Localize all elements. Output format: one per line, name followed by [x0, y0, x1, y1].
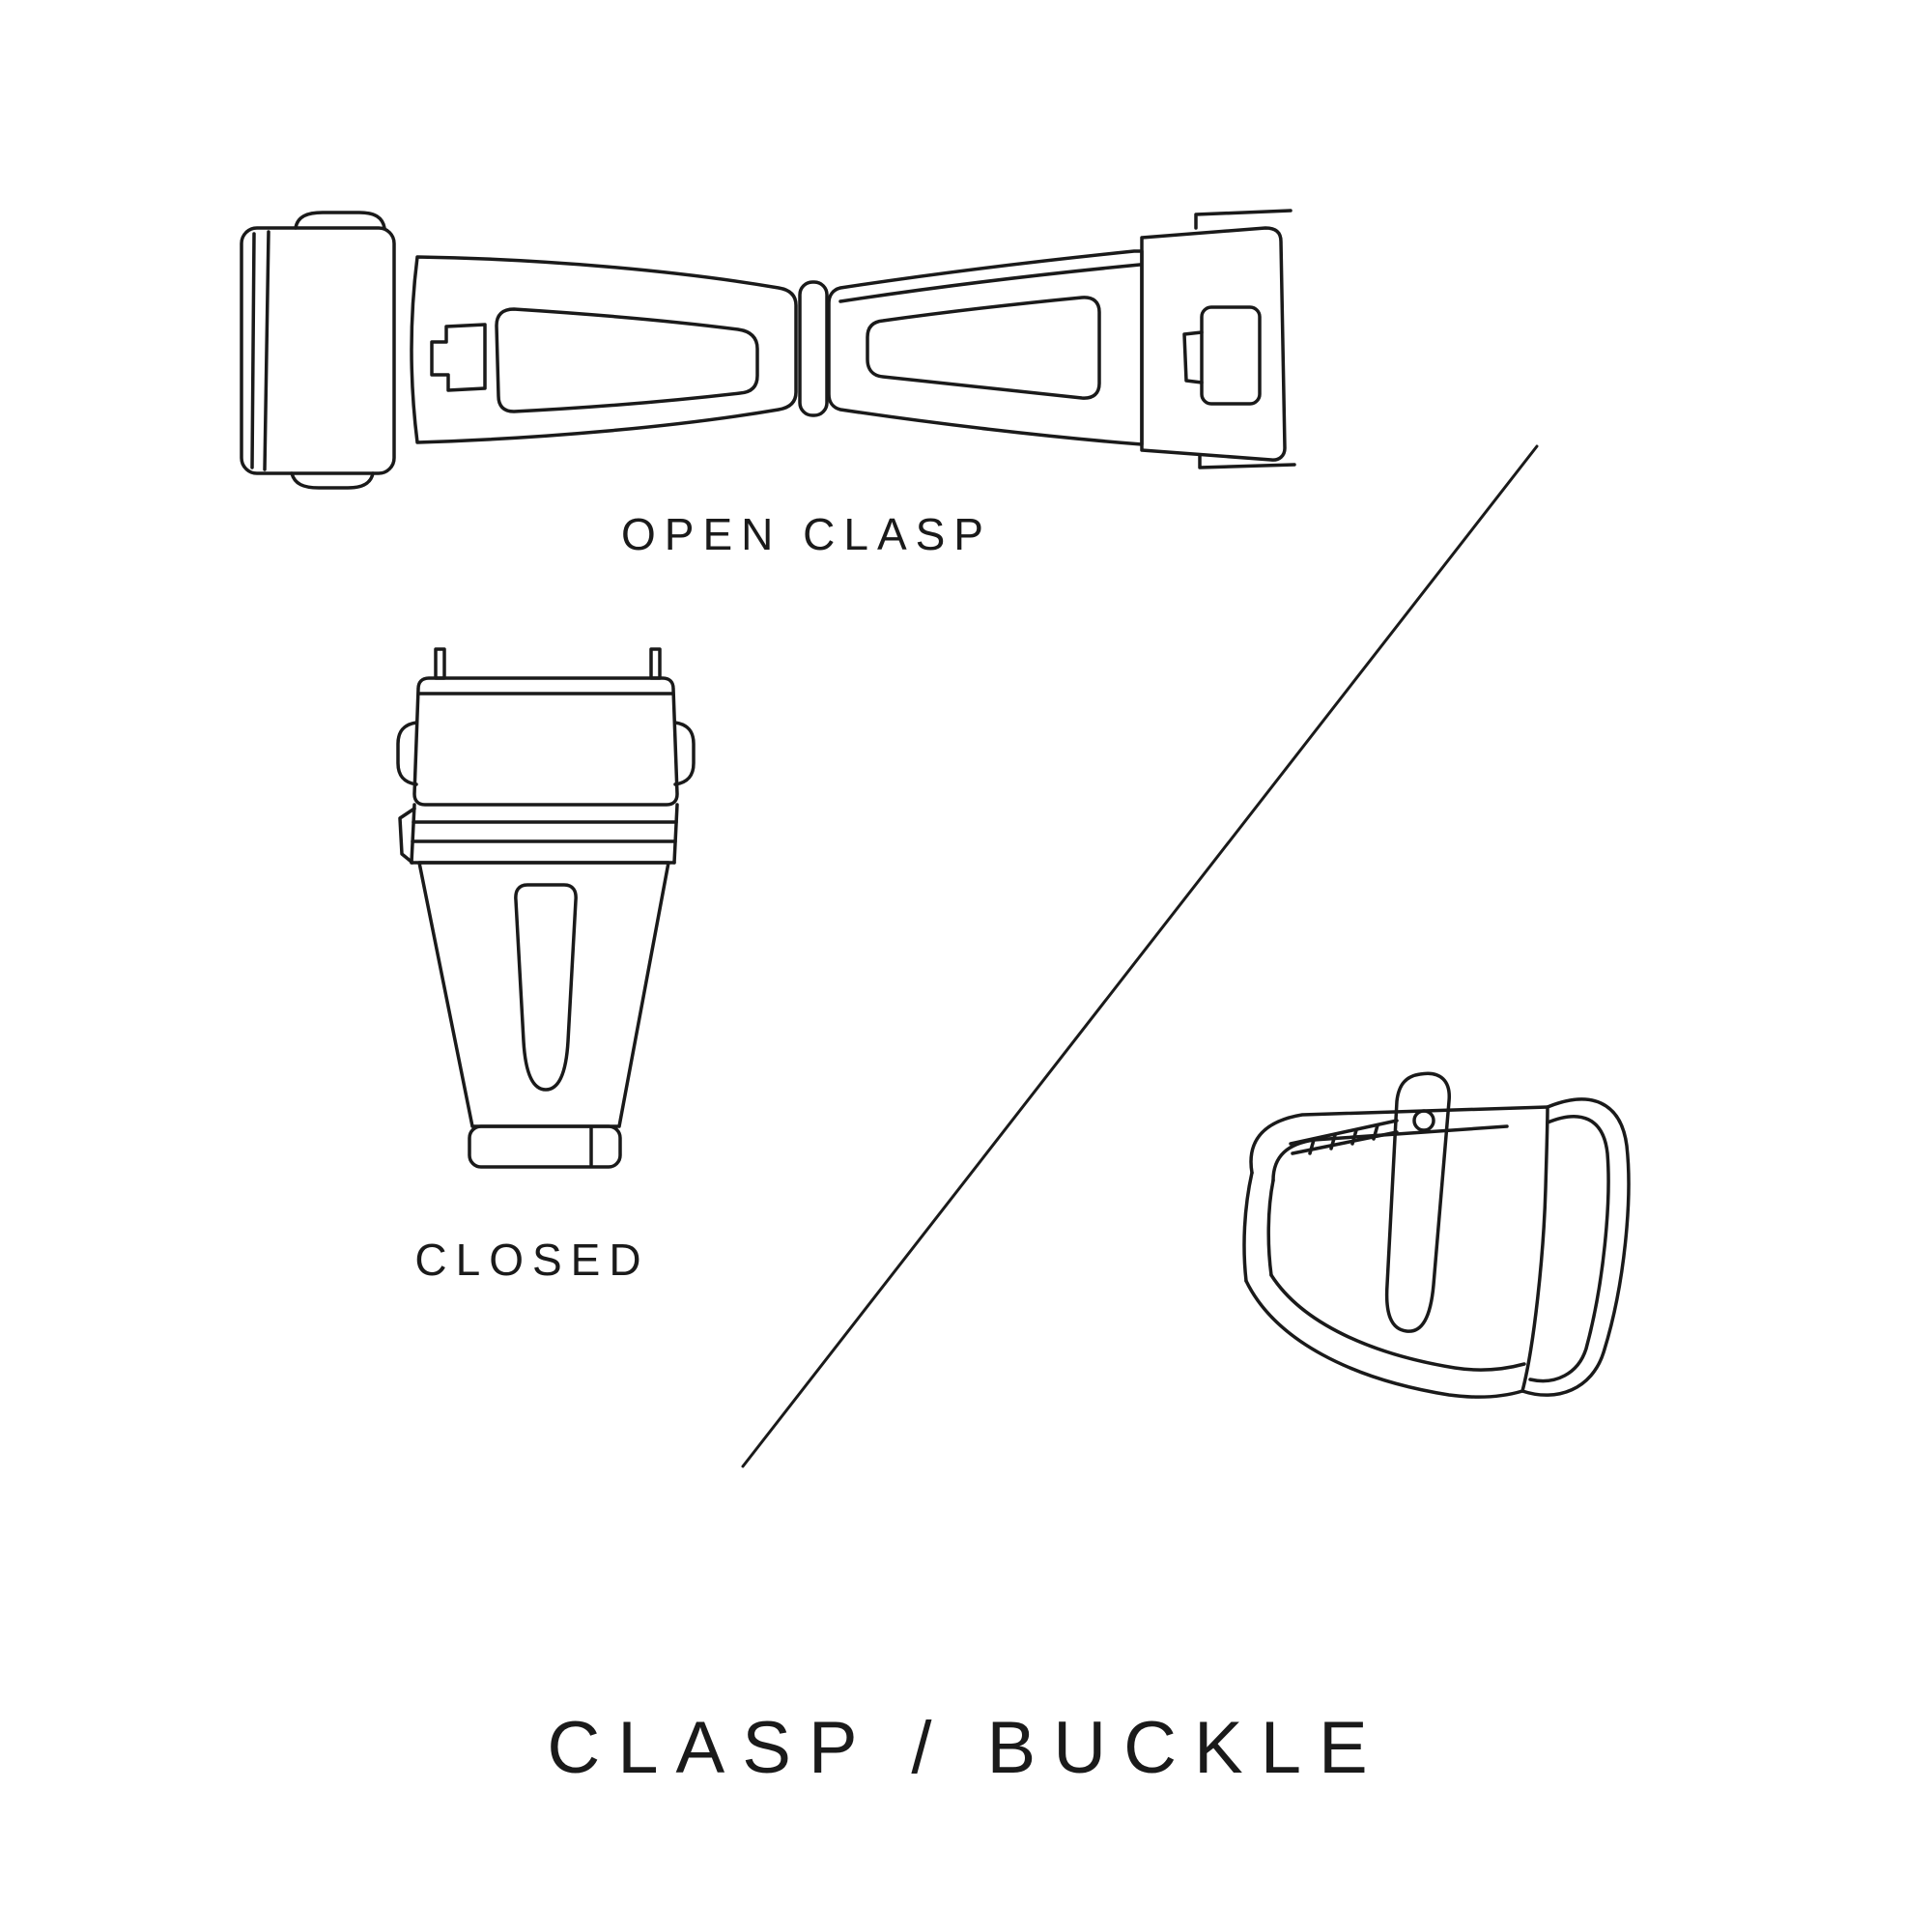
- buckle-right-band-inner: [1528, 1115, 1610, 1383]
- closed-clasp-slot: [514, 883, 578, 1092]
- open-clasp-right-plate-bottom-step: [1198, 454, 1296, 469]
- buckle-bottom-bar-inner: [1269, 1273, 1526, 1372]
- closed-clasp-right-prong: [649, 647, 662, 680]
- open-clasp-right-plate: [1140, 226, 1287, 462]
- buckle-bottom-bar-outer: [1244, 1279, 1524, 1399]
- open-clasp-left-hook-hole: [430, 323, 487, 392]
- buckle-spring-bar-top: [1289, 1119, 1399, 1146]
- open-clasp-top-bump: [294, 211, 386, 230]
- closed-clasp-illustration: [396, 647, 696, 1169]
- open-clasp-left-arm-inner: [495, 307, 759, 413]
- buckle-pin: [1384, 1071, 1451, 1333]
- open-clasp-left-cover-line2: [250, 232, 256, 469]
- open-clasp-left-cover: [240, 226, 396, 475]
- open-clasp-right-arm: [827, 249, 1144, 446]
- closed-clasp-left-prong: [434, 647, 446, 680]
- closed-clasp-right-ear: [673, 721, 696, 786]
- open-clasp-bottom-bump: [290, 471, 375, 490]
- open-clasp-hinge: [798, 280, 829, 417]
- closed-clasp-bottom-bar: [468, 1124, 622, 1169]
- open-clasp-right-arm-fold: [838, 263, 1142, 303]
- buckle-spring-bar-hatch1: [1308, 1138, 1316, 1155]
- closed-label: CLOSED: [414, 1235, 650, 1285]
- buckle-pin-loop: [1412, 1109, 1435, 1132]
- buckle-spring-bar-hatch4: [1372, 1123, 1379, 1141]
- buckle-top-bar-outer: [1249, 1105, 1549, 1175]
- closed-clasp-band-sides: [410, 803, 679, 865]
- open-clasp-label: OPEN CLASP: [621, 509, 992, 559]
- divider-line: [741, 444, 1539, 1468]
- buckle-spring-bar-bottom: [1291, 1130, 1399, 1155]
- open-clasp-left-cover-line: [263, 230, 270, 471]
- diagram-title: CLASP / BUCKLE: [547, 1707, 1385, 1789]
- open-clasp-right-plate-top-step: [1194, 209, 1293, 230]
- buckle-spring-bar-hatch2: [1329, 1133, 1337, 1151]
- buckle-left-side-inner: [1266, 1179, 1275, 1277]
- buckle-illustration: [1242, 1071, 1631, 1399]
- open-clasp-left-arm: [410, 255, 798, 444]
- open-clasp-right-hook-notch: [1182, 330, 1204, 384]
- buckle-spring-bar-hatch3: [1350, 1128, 1358, 1146]
- closed-clasp-left-ear: [396, 721, 418, 786]
- closed-clasp-cover: [412, 676, 679, 807]
- open-clasp-right-hook-hole: [1200, 305, 1262, 406]
- open-clasp-illustration: [240, 209, 1296, 490]
- closed-clasp-body: [417, 861, 670, 1128]
- buckle-left-side-outer: [1242, 1171, 1254, 1283]
- open-clasp-right-arm-inner: [866, 296, 1101, 400]
- buckle-right-band: [1520, 1097, 1631, 1397]
- closed-clasp-left-fold-tab: [398, 807, 416, 865]
